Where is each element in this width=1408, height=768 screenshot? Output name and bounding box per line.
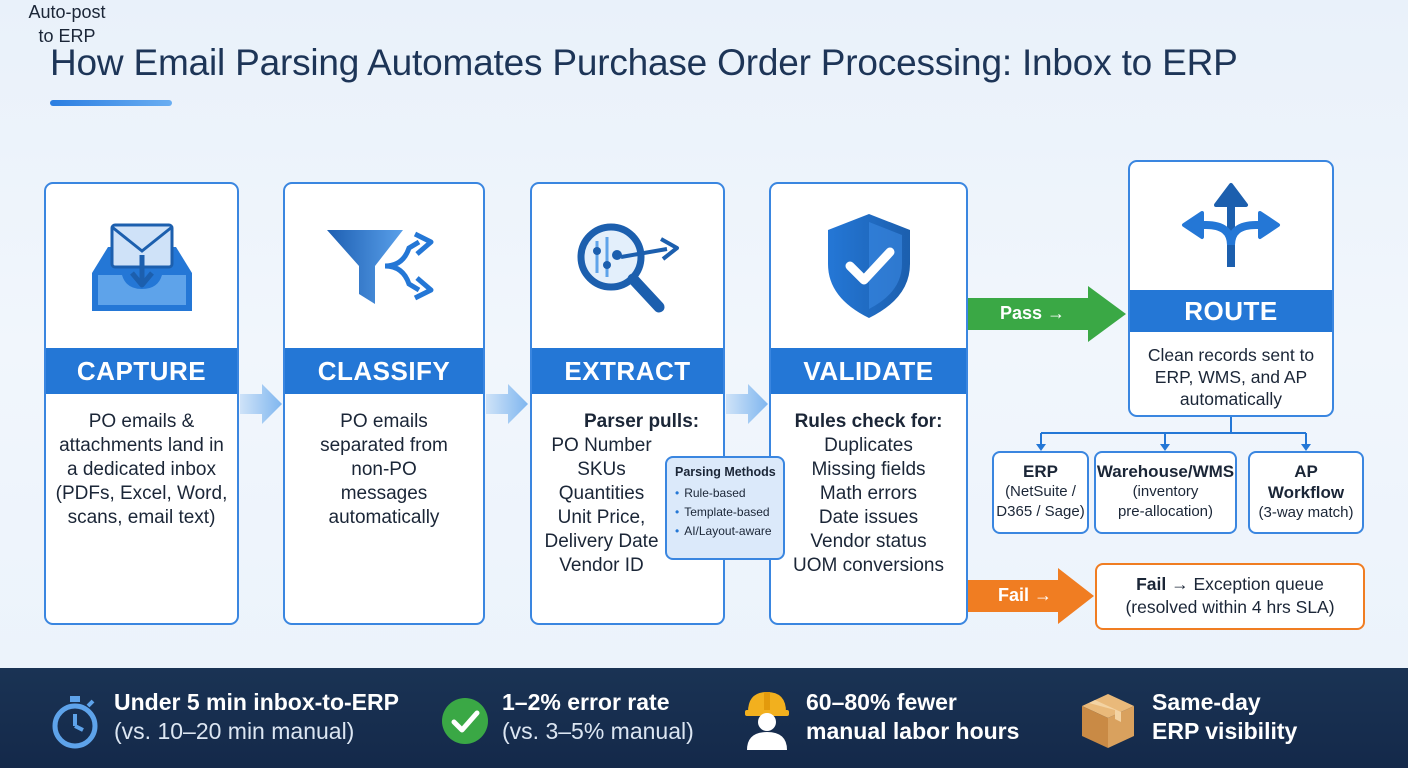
exception-queue-text: → Exception queue: [1166, 574, 1324, 594]
title-underline: [50, 100, 172, 106]
destination-title: Workflow: [1267, 483, 1345, 502]
desc-line: Math errors: [819, 483, 918, 504]
fail-label: Fail →: [998, 585, 1053, 605]
destination-ap-workflow: AP Workflow (3-way match): [1248, 451, 1364, 534]
exception-queue-box: Fail → Exception queue (resolved within …: [1095, 563, 1365, 630]
stage-description-capture: PO emails & attachments land in a dedica…: [54, 410, 229, 530]
metric-headline: 60–80% fewer: [806, 689, 957, 715]
desc-line: Vendor status: [810, 531, 927, 552]
stage-card-extract: EXTRACT Parser pulls: PO Number SKUs Qua…: [530, 182, 725, 625]
desc-line: PO emails: [340, 411, 428, 432]
metric-headline: 1–2% error rate: [502, 689, 670, 715]
inbox-icon: [46, 184, 237, 348]
destination-title: ERP: [1023, 462, 1058, 481]
stage-title-route: ROUTE: [1130, 290, 1332, 332]
destination-sub: pre-allocation): [1117, 503, 1214, 520]
desc-line: Delivery Date: [544, 531, 659, 552]
metric-headline: Same-day: [1152, 689, 1261, 715]
destination-sub: (inventory: [1132, 483, 1199, 500]
metric-subline: (vs. 3–5% manual): [502, 718, 694, 744]
parsing-method-item: AI/Layout-aware: [675, 522, 775, 541]
desc-line: attachments land in: [59, 435, 224, 456]
desc-line: non-PO: [351, 459, 417, 480]
parsing-method-item: Template-based: [675, 503, 775, 522]
stage-title-validate: VALIDATE: [771, 348, 966, 394]
metric-subline: (vs. 10–20 min manual): [114, 718, 355, 744]
stage-description-route: Clean records sent to ERP, WMS, and AP a…: [1138, 344, 1324, 410]
desc-line: (PDFs, Excel, Word,: [55, 483, 228, 504]
metric-speed: Under 5 min inbox-to-ERP (vs. 10–20 min …: [114, 688, 399, 746]
auto-post-note: Auto-post to ERP: [0, 0, 134, 48]
metrics-footer: [0, 668, 1408, 768]
desc-line: ERP, WMS, and AP: [1154, 367, 1308, 387]
desc-heading: Rules check for:: [794, 411, 943, 432]
destination-wms: Warehouse/WMS (inventory pre-allocation): [1094, 451, 1237, 534]
stage-card-route: ROUTE Clean records sent to ERP, WMS, an…: [1128, 160, 1334, 417]
destination-erp: ERP (NetSuite / D365 / Sage): [992, 451, 1089, 534]
destination-title: AP: [1294, 462, 1318, 481]
parsing-methods-title: Parsing Methods: [675, 465, 776, 479]
chevron-right-icon: [486, 384, 528, 424]
stage-card-capture: CAPTURE PO emails & attachments land in …: [44, 182, 239, 625]
desc-line: Quantities: [558, 483, 645, 504]
metric-headline: Under 5 min inbox-to-ERP: [114, 689, 399, 715]
check-circle-icon: [442, 698, 488, 744]
funnel-icon: [285, 184, 483, 348]
stage-card-classify: CLASSIFY PO emails separated from non-PO…: [283, 182, 485, 625]
desc-line: Clean records sent to: [1147, 345, 1315, 365]
desc-line: Missing fields: [811, 459, 926, 480]
metric-visibility: Same-day ERP visibility: [1152, 688, 1297, 746]
stage-title-classify: CLASSIFY: [285, 348, 483, 394]
desc-line: messages: [340, 483, 428, 504]
exception-line-1: Fail → Exception queue: [1097, 573, 1363, 596]
desc-line: PO Number: [551, 435, 652, 456]
stopwatch-icon: [52, 696, 98, 749]
worker-icon: [745, 692, 789, 750]
desc-line: UOM conversions: [793, 555, 944, 576]
page-title: How Email Parsing Automates Purchase Ord…: [50, 42, 1238, 83]
pass-arrow-icon: [968, 286, 1126, 342]
parsing-methods-box: Parsing Methods Rule-based Template-base…: [665, 456, 785, 560]
magnifier-icon: [532, 184, 723, 348]
auto-post-line: Auto-post: [28, 2, 106, 22]
desc-line: Date issues: [818, 507, 919, 528]
metric-labor: 60–80% fewer manual labor hours: [806, 688, 1019, 746]
metric-subline: manual labor hours: [806, 718, 1020, 744]
fail-arrow-icon: [968, 568, 1094, 624]
desc-heading: Parser pulls:: [584, 411, 700, 432]
desc-line: Duplicates: [824, 435, 913, 456]
metric-error-rate: 1–2% error rate (vs. 3–5% manual): [502, 688, 694, 746]
destination-sub: (NetSuite /: [1005, 483, 1076, 500]
split-arrows-icon: [1130, 162, 1332, 288]
chevron-right-icon: [240, 384, 282, 424]
exception-fail-word: Fail: [1136, 574, 1167, 594]
destination-sub: (3-way match): [1258, 504, 1354, 521]
desc-line: PO emails &: [88, 411, 195, 432]
desc-line: scans, email text): [67, 507, 216, 528]
destination-sub: D365 / Sage): [996, 503, 1085, 520]
exception-line-2: (resolved within 4 hrs SLA): [1125, 597, 1335, 617]
destination-title: Warehouse/WMS: [1096, 462, 1235, 481]
desc-line: SKUs: [577, 459, 626, 480]
stage-title-capture: CAPTURE: [46, 348, 237, 394]
auto-post-line: to ERP: [38, 26, 96, 46]
desc-line: automatically: [1179, 389, 1283, 409]
parsing-method-item: Rule-based: [675, 484, 775, 503]
desc-line: separated from: [320, 435, 448, 456]
metric-subline: ERP visibility: [1152, 718, 1298, 744]
stage-description-classify: PO emails separated from non-PO messages…: [293, 410, 475, 530]
desc-line: Vendor ID: [559, 555, 644, 576]
stage-title-extract: EXTRACT: [532, 348, 723, 394]
route-connector-lines: [1036, 417, 1311, 451]
desc-line: Unit Price,: [557, 507, 646, 528]
desc-line: automatically: [328, 507, 440, 528]
pass-label: Pass →: [1000, 303, 1066, 323]
stage-description-validate: Rules check for: Duplicates Missing fiel…: [779, 410, 958, 578]
stage-card-validate: VALIDATE Rules check for: Duplicates Mis…: [769, 182, 968, 625]
desc-line: a dedicated inbox: [67, 459, 216, 480]
box-icon: [1082, 694, 1134, 748]
chevron-right-icon: [726, 384, 768, 424]
stage-description-extract: Parser pulls: PO Number SKUs Quantities …: [540, 410, 700, 578]
shield-check-icon: [771, 184, 966, 348]
